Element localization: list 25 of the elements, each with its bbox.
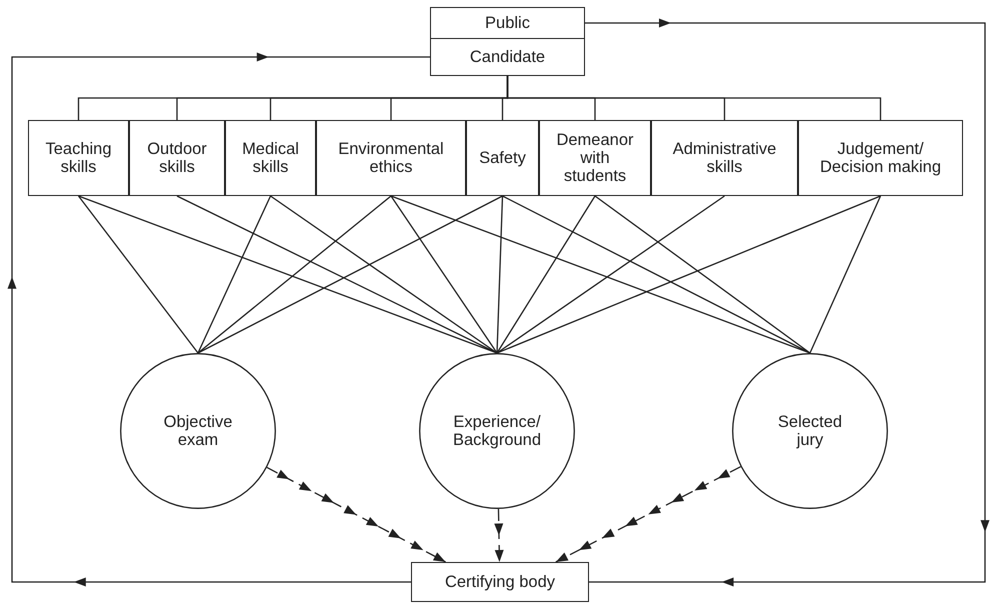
node-label: Administrative skills [672, 140, 778, 176]
node-label: Teaching skills [44, 140, 113, 176]
node-label: Judgement/ Decision making [818, 140, 942, 176]
process-box [411, 562, 589, 602]
process-box [225, 120, 316, 196]
process-box [430, 38, 585, 76]
node-label: Demeanor with students [555, 131, 635, 185]
node-label: Outdoor skills [146, 140, 208, 176]
node-label: Medical skills [241, 140, 300, 176]
node-label: Objective exam [162, 413, 234, 449]
process-box [316, 120, 466, 196]
process-box [430, 7, 585, 39]
node-label: Experience/ Background [452, 413, 542, 449]
process-box [651, 120, 798, 196]
node-label: Safety [479, 149, 526, 167]
node-label: Candidate [470, 48, 546, 66]
process-box [539, 120, 651, 196]
node-label: Public [485, 14, 530, 32]
process-box [28, 120, 129, 196]
node-label: Environmental ethics [337, 140, 445, 176]
process-box [466, 120, 539, 196]
process-box [798, 120, 963, 196]
node-label: Certifying body [444, 573, 556, 591]
process-box [129, 120, 225, 196]
node-label: Selected jury [776, 413, 844, 449]
